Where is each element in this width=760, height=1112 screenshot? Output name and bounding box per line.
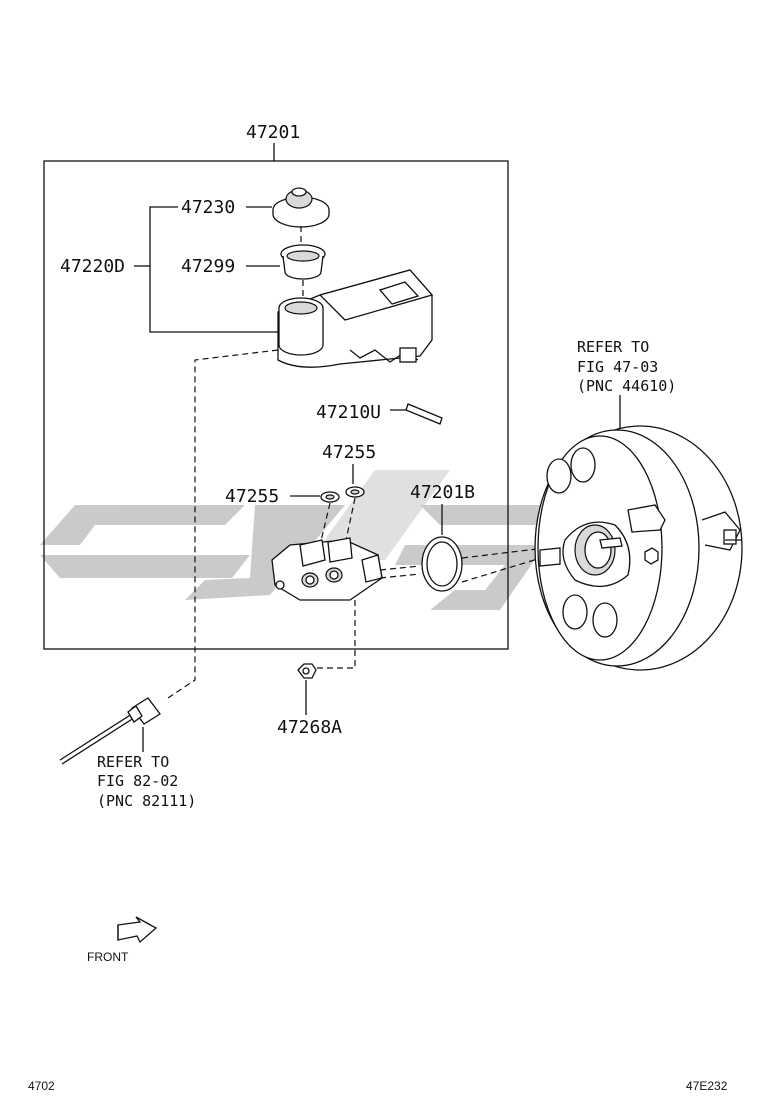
pin <box>405 403 443 425</box>
assembly-box <box>43 160 509 650</box>
footer-right: 47E232 <box>686 1079 728 1093</box>
refer-line-line1: REFER TO <box>97 753 169 771</box>
refer-booster-line2: FIG 47-03 <box>577 358 658 376</box>
footer-left: 4702 <box>28 1079 55 1093</box>
label-47299: 47299 <box>181 256 235 277</box>
refer-line-line2: FIG 82-02 <box>97 772 178 790</box>
grommet-pair <box>320 486 365 503</box>
nut <box>297 663 317 679</box>
strainer <box>280 244 326 280</box>
reservoir-tank <box>277 269 434 368</box>
label-47220D: 47220D <box>60 256 125 277</box>
refer-booster-line3: (PNC 44610) <box>577 377 676 395</box>
brake-line-fitting <box>59 697 161 765</box>
refer-booster-line1: REFER TO <box>577 338 649 356</box>
label-47210U: 47210U <box>316 402 381 423</box>
front-label: FRONT <box>87 950 129 964</box>
label-47201B: 47201B <box>410 482 475 503</box>
label-47201: 47201 <box>246 122 300 143</box>
master-cylinder <box>271 537 383 601</box>
front-arrow-icon <box>117 916 158 944</box>
label-47230: 47230 <box>181 197 235 218</box>
refer-line-line3: (PNC 82111) <box>97 792 196 810</box>
label-47255-top: 47255 <box>322 442 376 463</box>
label-47255-left: 47255 <box>225 486 279 507</box>
o-ring <box>421 536 463 592</box>
brake-booster <box>534 425 743 671</box>
label-47268A: 47268A <box>277 717 342 738</box>
reservoir-cap <box>272 187 330 228</box>
